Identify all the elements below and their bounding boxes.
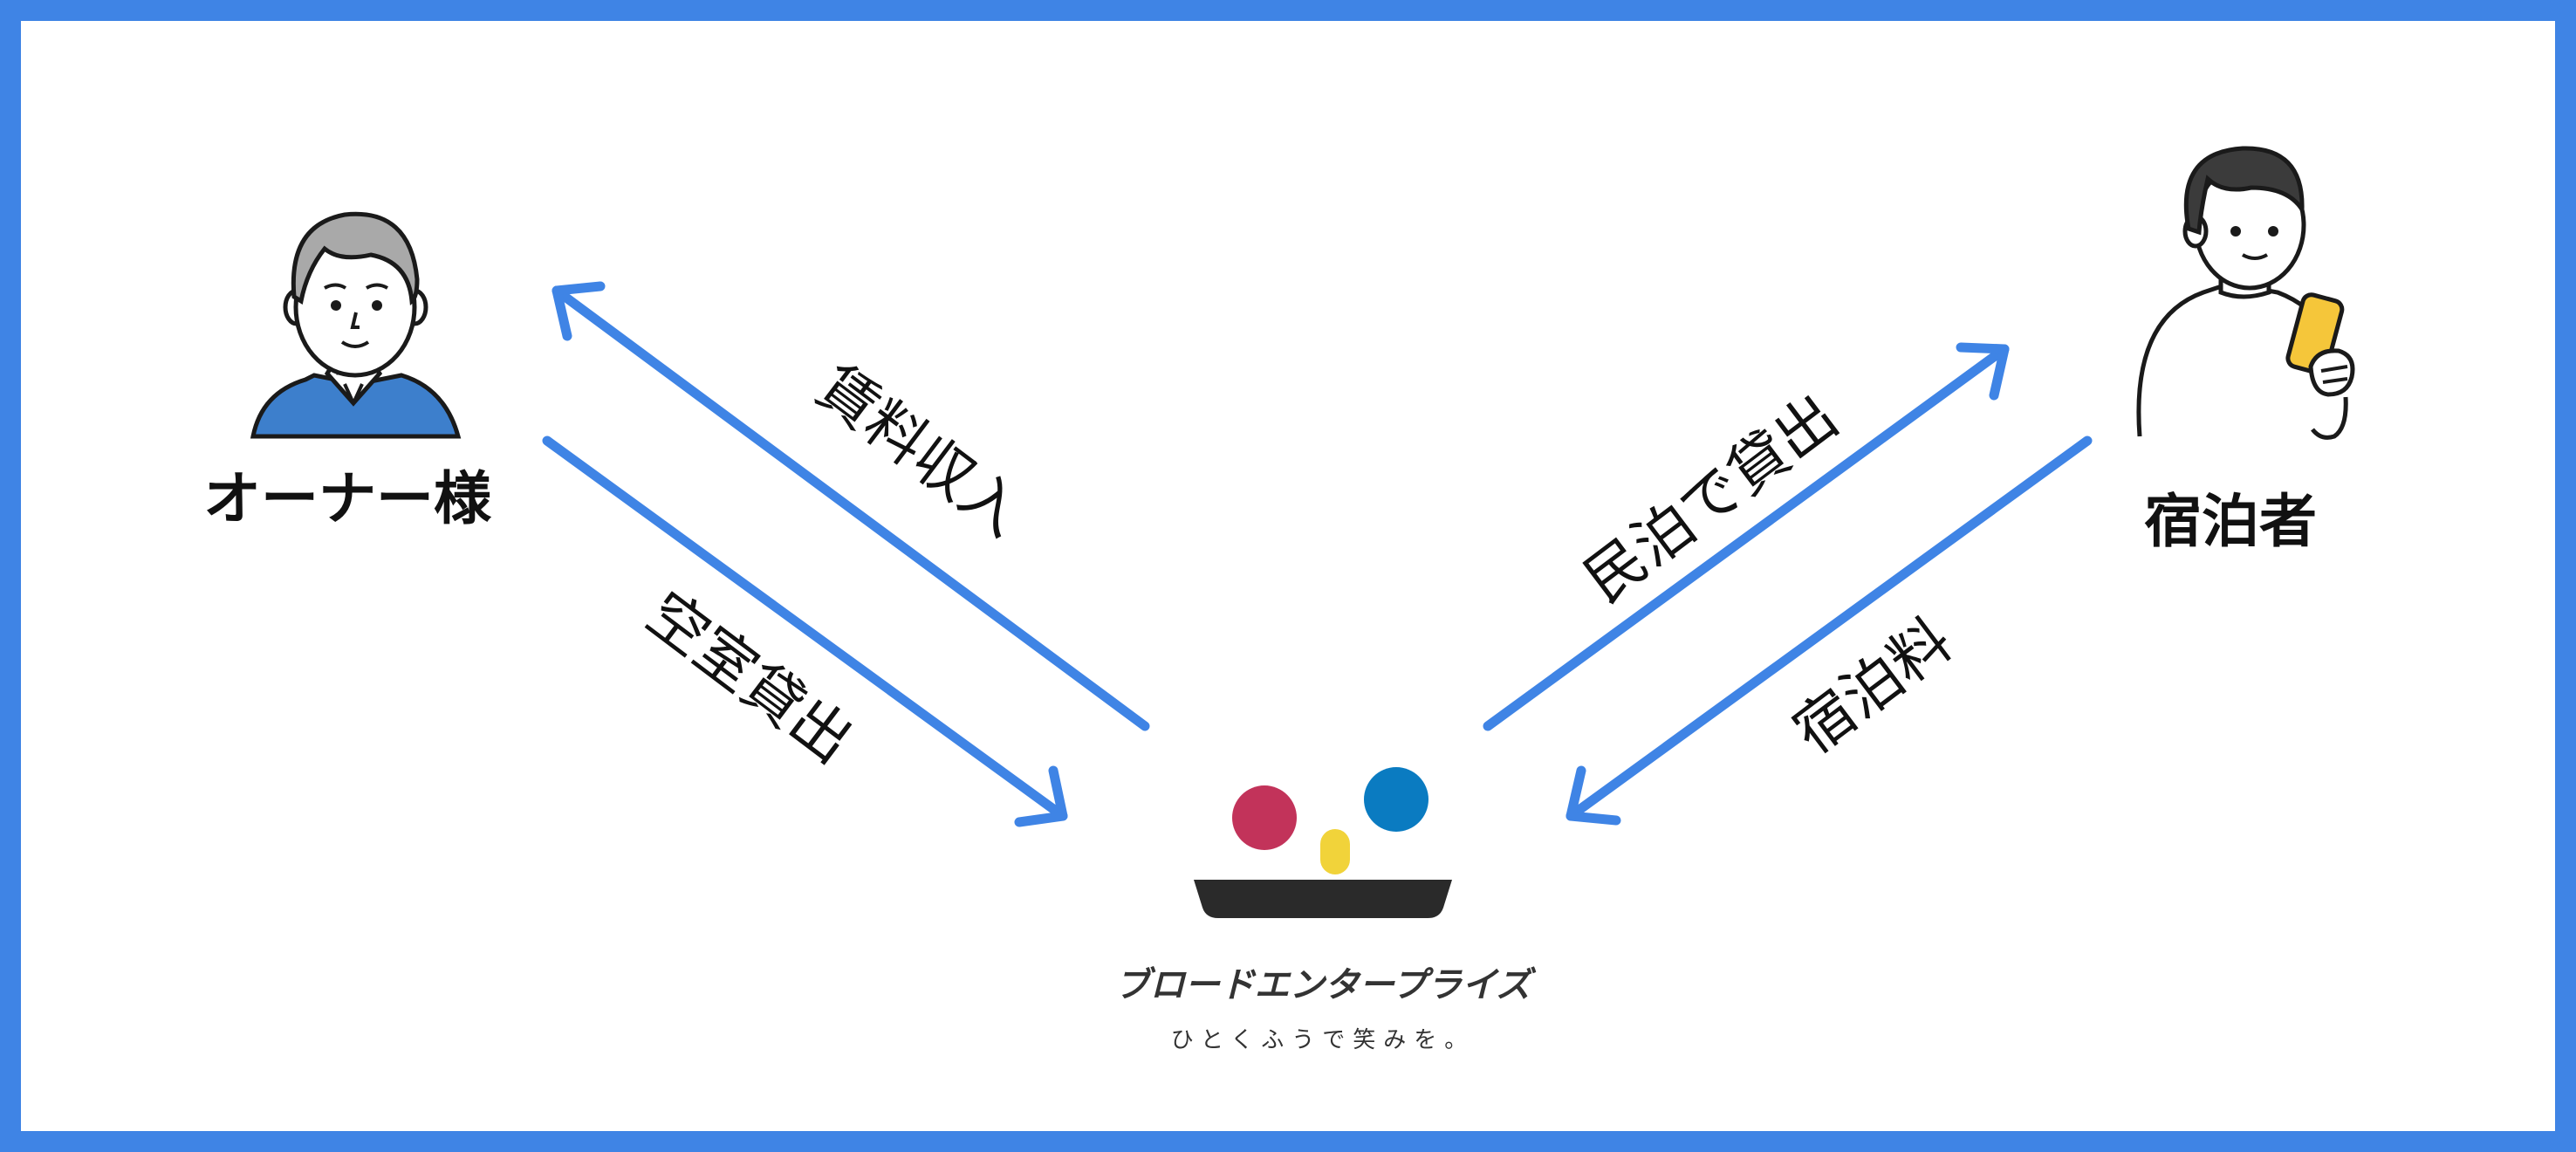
vacancy-lease-arrow	[542, 435, 1068, 827]
guest-label: 宿泊者	[2144, 488, 2317, 555]
minpaku-lease-label: 民泊で貸出	[1572, 382, 1851, 616]
guest-avatar-icon	[2136, 146, 2355, 440]
company-name: ブロードエンタープライズ	[1115, 965, 1537, 1005]
rent-income-label: 賃料収入	[804, 353, 1035, 551]
owner-avatar-icon	[250, 211, 462, 439]
lodging-fee-label: 宿泊料	[1781, 606, 1964, 768]
lodging-fee-arrow	[1565, 435, 2093, 826]
vacancy-lease-label: 空室貸出	[634, 579, 865, 778]
company-tagline: ひとくふうで笑みを。	[1171, 1027, 1475, 1053]
minpaku-lease-arrow	[1483, 342, 2010, 731]
rent-income-arrow	[552, 281, 1150, 731]
broad-enterprise-logo-icon	[1194, 767, 1452, 918]
owner-label: オーナー様	[203, 465, 492, 532]
